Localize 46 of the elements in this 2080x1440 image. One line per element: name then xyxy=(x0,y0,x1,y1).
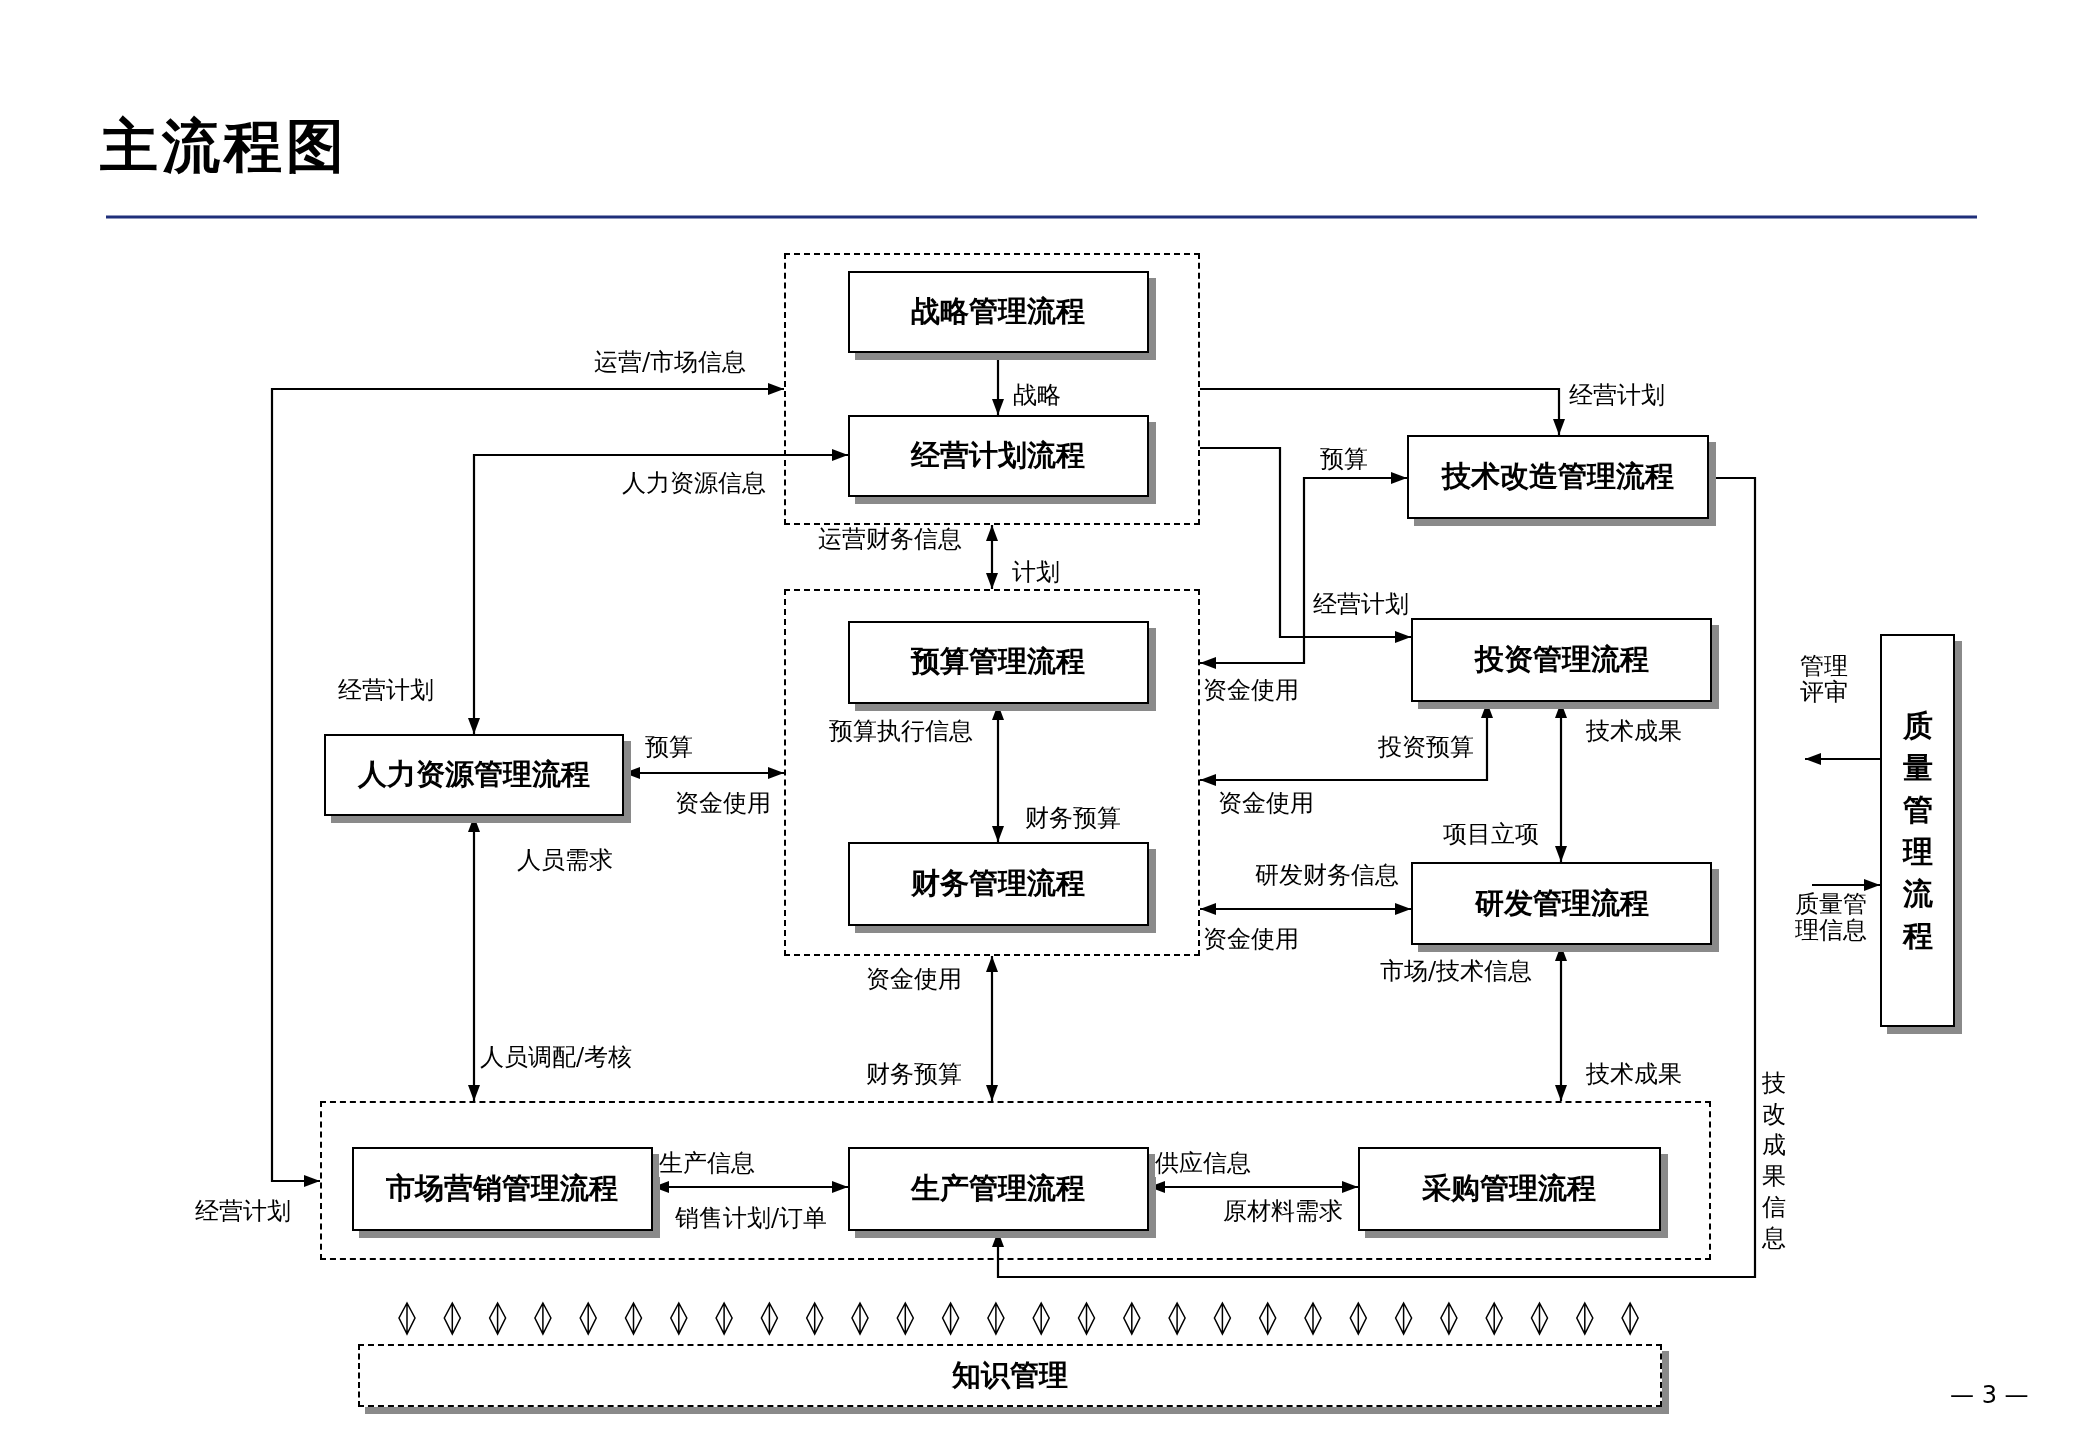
arrow xyxy=(1812,879,1880,891)
flow-label: 人员需求 xyxy=(517,846,613,874)
edge-label: 供应信息 xyxy=(1155,1149,1251,1177)
arrow xyxy=(468,449,848,734)
edge-label: 预算 xyxy=(645,733,693,761)
edge-label: 生产信息 xyxy=(659,1149,755,1177)
flow-label: 资金使用 xyxy=(1218,789,1314,817)
dashed-group-box xyxy=(320,1101,1711,1260)
arrow xyxy=(986,525,998,589)
edge-label: 人力资源信息 xyxy=(622,469,766,497)
arrow xyxy=(1200,446,1411,643)
dashed-group-box xyxy=(784,589,1200,956)
flow-label: 原材料需求 xyxy=(1223,1197,1343,1225)
flow-label: 经营计划 xyxy=(195,1197,291,1225)
edge-label: 财务预算 xyxy=(1025,804,1121,832)
arrow xyxy=(986,956,998,1101)
edge-label: 管理评审 xyxy=(1800,653,1850,705)
arrow xyxy=(1200,903,1411,915)
dashed-group-box xyxy=(784,253,1200,525)
arrow xyxy=(1200,387,1565,435)
edge-label: 投资预算 xyxy=(1378,733,1474,761)
flow-label: 市场/技术信息 xyxy=(1380,957,1533,985)
edge-label: 预算 xyxy=(1320,445,1368,473)
arrow xyxy=(270,383,784,1187)
flow-label: 资金使用 xyxy=(1203,676,1299,704)
edge-label: 战略 xyxy=(1013,381,1061,409)
edge-label: 人员调配/考核 xyxy=(480,1043,633,1071)
arrow xyxy=(1200,472,1407,669)
arrow xyxy=(1805,753,1880,765)
edge-label: 运营/市场信息 xyxy=(594,348,747,376)
edge-label: 项目立项 xyxy=(1443,820,1539,848)
flow-label: 资金使用 xyxy=(1203,925,1299,953)
flow-label: 资金使用 xyxy=(675,789,771,817)
flow-label: 销售计划/订单 xyxy=(675,1204,828,1232)
edge-label: 研发财务信息 xyxy=(1255,861,1399,889)
arrow xyxy=(992,476,1757,1279)
edge-label: 质量管理信息 xyxy=(1795,891,1870,943)
edge-label: 技术成果 xyxy=(1586,1060,1682,1088)
edge-label: 财务预算 xyxy=(866,1060,962,1088)
title: 主流程图 xyxy=(100,111,348,182)
edge-label: 经营计划 xyxy=(1569,381,1665,409)
flow-label: 资金使用 xyxy=(866,965,962,993)
edge-label: 经营计划 xyxy=(1313,590,1409,618)
edge-label: 计划 xyxy=(1012,558,1060,586)
flow-label: 经营计划 xyxy=(338,676,434,704)
flow-label: 运营财务信息 xyxy=(818,525,962,553)
